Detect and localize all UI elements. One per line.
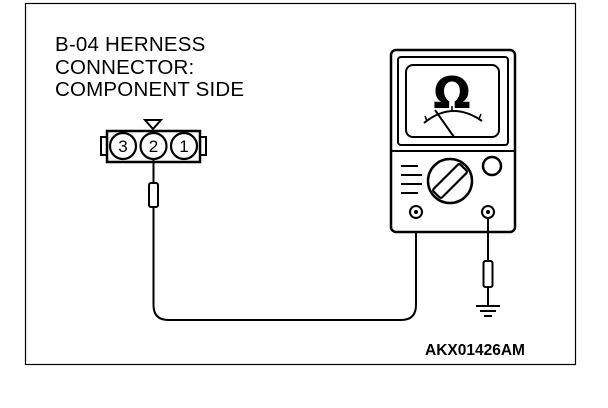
ground-lead (482, 218, 494, 306)
diagram-frame (24, 2, 577, 366)
connector-probe-tip (148, 182, 159, 208)
test-lead-wire (152, 207, 417, 321)
ohmmeter: Ω (389, 48, 517, 234)
connector-pin-1 (169, 131, 199, 161)
pin-label-2: 2 (149, 137, 158, 156)
harness-connector: 3 2 1 (100, 119, 207, 164)
pin-label-3: 3 (118, 137, 127, 156)
range-selector-knob[interactable] (426, 157, 474, 205)
title-line-2: CONNECTOR: (55, 55, 195, 79)
connector-pin-3 (108, 131, 138, 161)
reference-code: AKX01426AM (425, 342, 525, 359)
title-line-1: B-04 HERNESS (55, 33, 206, 56)
title-line-3: COMPONENT SIDE (55, 78, 245, 101)
connector-probe (148, 159, 159, 208)
connector-title: B-04 HERNESS CONNECTOR: COMPONENT SIDE (55, 33, 245, 102)
ground-probe (482, 260, 494, 288)
meter-terminal-v-ohm (481, 205, 495, 219)
range-selector-legend-lines (401, 165, 422, 194)
ground-symbol (476, 305, 500, 317)
meter-needle (434, 109, 455, 138)
zero-adjust-knob[interactable] (481, 155, 503, 177)
meter-terminal-com (409, 205, 423, 219)
pin-label-1: 1 (179, 137, 188, 156)
connector-lock-triangle (142, 119, 164, 131)
meter-scale-arc (423, 110, 483, 124)
